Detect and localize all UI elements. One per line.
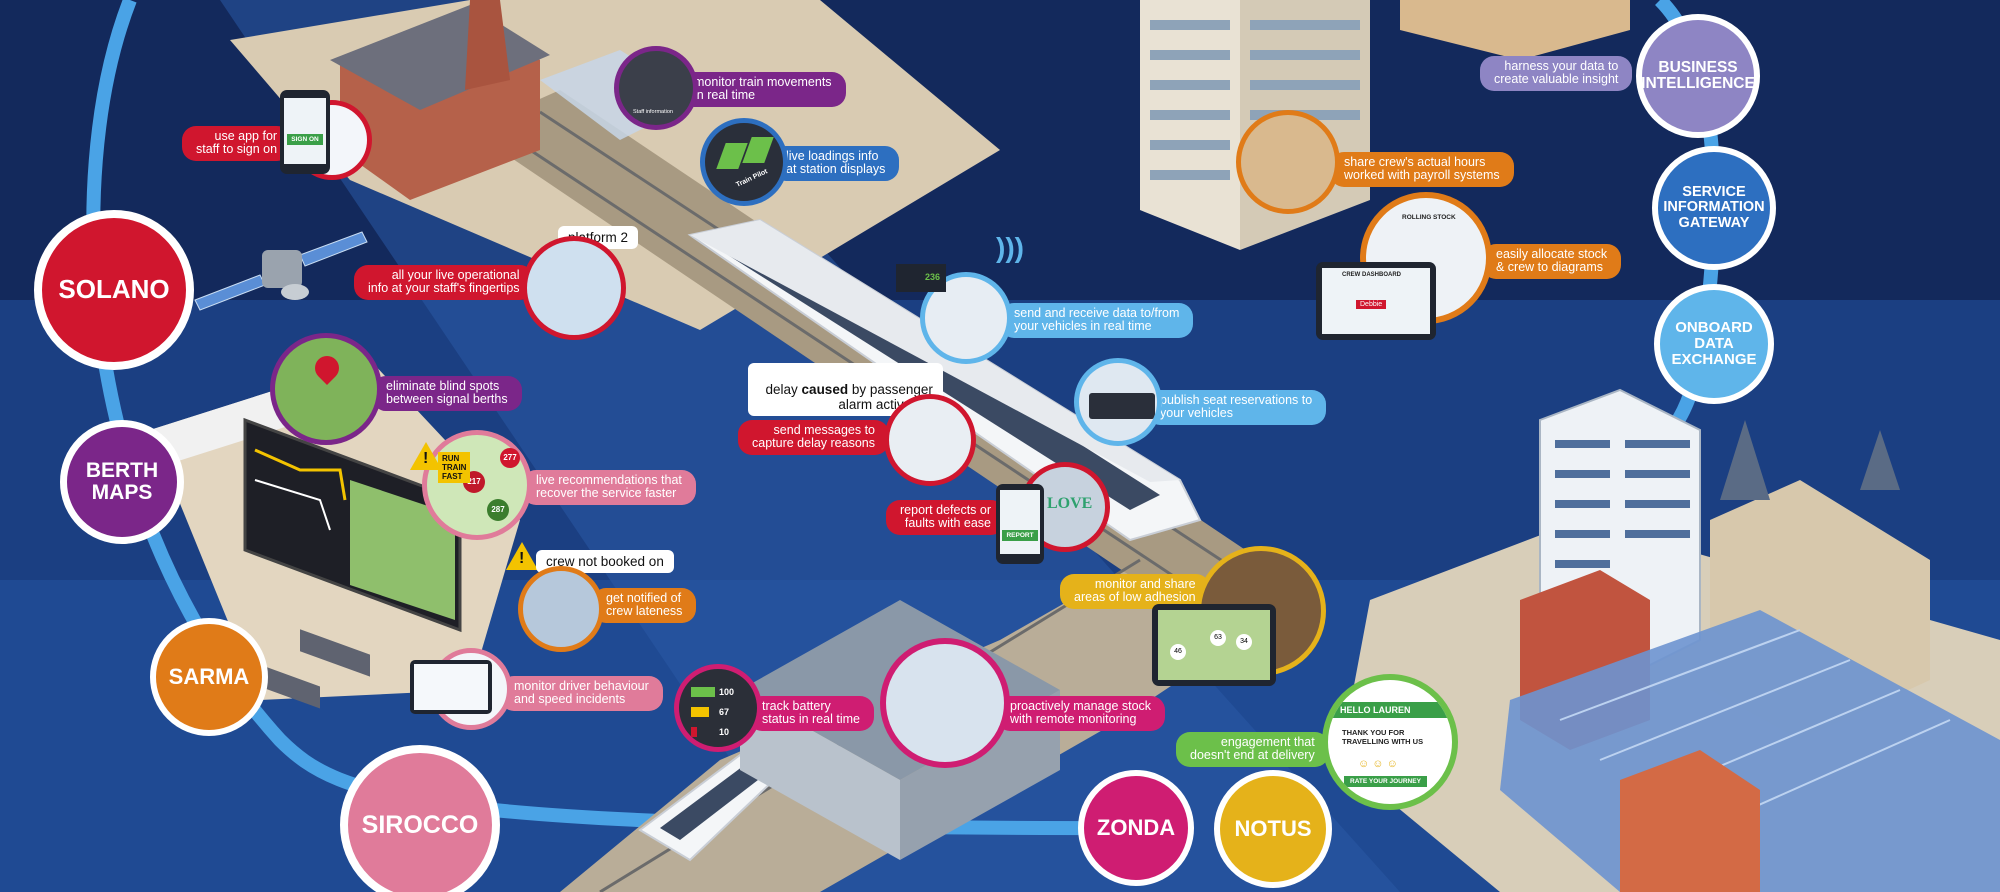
module-sarma-label: SARMA xyxy=(168,664,250,690)
feature-low-adhesion-text: monitor and share areas of low adhesion xyxy=(1060,574,1210,609)
depot-wall-right xyxy=(900,690,1060,860)
video-wall-map xyxy=(350,480,455,620)
hello-greeting: HELLO LAUREN xyxy=(1328,702,1452,718)
station-clock-tower xyxy=(465,0,510,90)
module-business-intelligence-label: BUSINESS INTELLIGENCE xyxy=(1641,58,1755,92)
module-service-information-gateway-label: SERVICE INFORMATION GATEWAY xyxy=(1663,184,1765,231)
crew-member-name[interactable]: Debbie xyxy=(1356,300,1387,309)
adhesion-marker-63: 63 xyxy=(1210,630,1226,646)
remote-monitoring-bubble xyxy=(880,638,1010,768)
crew-dashboard-tablet: CREW DASHBOARD Debbie xyxy=(1316,262,1436,340)
feature-seat-reservations-text: publish seat reservations to your vehicl… xyxy=(1146,390,1327,425)
rate-journey-button[interactable]: RATE YOUR JOURNEY xyxy=(1344,776,1427,787)
module-business-intelligence[interactable]: BUSINESS INTELLIGENCE xyxy=(1636,14,1760,138)
feature-live-info-text: all your live operational info at your s… xyxy=(354,265,534,300)
feature-recommendations-text: live recommendations that recover the se… xyxy=(522,470,696,505)
feature-monitor-train-text: monitor train movements in real time xyxy=(680,72,846,107)
module-berth-maps[interactable]: BERTH MAPS xyxy=(60,420,184,544)
module-sirocco-label: SIROCCO xyxy=(361,810,479,839)
battery-100: 100 xyxy=(719,687,735,697)
delay-bold: caused xyxy=(801,382,849,397)
blind-spots-bubble xyxy=(270,333,382,445)
live-loadings-bubble: Train Pilot xyxy=(700,118,788,206)
module-onboard-data-exchange-label: ONBOARD DATA EXCHANGE xyxy=(1671,319,1757,368)
vehicle-count-screen: 236 xyxy=(896,264,946,292)
delay-prefix: delay xyxy=(765,382,802,397)
staff-information-label: Staff information xyxy=(633,109,673,115)
feature-crew-lateness-text: get notified of crew lateness xyxy=(592,588,697,623)
train-277-badge: 277 xyxy=(500,448,520,468)
feature-remote-monitoring-text: proactively manage stock with remote mon… xyxy=(996,696,1166,731)
module-zonda[interactable]: ZONDA xyxy=(1078,770,1194,886)
sign-on-button[interactable]: SIGN ON xyxy=(287,134,323,145)
adhesion-marker-34: 34 xyxy=(1236,634,1252,650)
battery-67: 67 xyxy=(719,707,730,717)
feature-vehicle-data-text: send and receive data to/from your vehic… xyxy=(1000,303,1194,338)
crew-dashboard-title: CREW DASHBOARD xyxy=(1342,272,1401,278)
run-train-fast-banner: RUN TRAIN FAST xyxy=(438,452,471,483)
module-solano-label: SOLANO xyxy=(58,274,170,305)
feature-send-messages-text: send messages to capture delay reasons xyxy=(738,420,889,455)
module-zonda-label: ZONDA xyxy=(1096,815,1176,841)
module-service-information-gateway[interactable]: SERVICE INFORMATION GATEWAY xyxy=(1652,146,1776,270)
smiley-icons: ☺ ☺ ☺ xyxy=(1358,758,1398,770)
graffiti-tag: LOVE xyxy=(1047,495,1093,512)
operator-desk-2 xyxy=(300,629,370,677)
satellite-icon xyxy=(194,231,368,311)
feature-sign-on-text: use app for staff to sign on xyxy=(182,126,292,161)
church-spire-2 xyxy=(1860,430,1900,490)
rolling-stock-header: ROLLING STOCK xyxy=(1402,214,1456,221)
defect-phone: REPORT xyxy=(996,484,1044,564)
send-messages-bubble xyxy=(884,394,976,486)
crew-hours-bubble xyxy=(1236,110,1340,214)
warning-icon-run-fast xyxy=(410,442,442,470)
seat-reservations-bubble xyxy=(1074,358,1162,446)
feature-harness-data-text: harness your data to create valuable ins… xyxy=(1480,56,1633,91)
feature-battery-text: track battery status in real time xyxy=(748,696,874,731)
module-sirocco[interactable]: SIROCCO xyxy=(340,745,500,892)
engagement-bubble: HELLO LAUREN THANK YOU FOR TRAVELLING WI… xyxy=(1322,674,1458,810)
battery-10: 10 xyxy=(719,727,730,737)
speed-chart-tablet xyxy=(410,660,492,714)
depot-wall-left xyxy=(740,690,900,860)
train-pilot-label: Train Pilot xyxy=(735,168,769,189)
wifi-signal-icon: ))) xyxy=(996,232,1024,263)
feature-report-defects-text: report defects or faults with ease xyxy=(886,500,1006,535)
feature-driver-behaviour-text: monitor driver behaviour and speed incid… xyxy=(500,676,663,711)
battery-bubble: 100 67 10 xyxy=(674,664,762,752)
office-interior xyxy=(1400,0,1630,60)
module-sarma[interactable]: SARMA xyxy=(150,618,268,736)
adhesion-marker-46: 46 xyxy=(1170,644,1186,660)
video-wall-lines-2 xyxy=(254,479,331,531)
monitor-train-bubble: Staff information xyxy=(614,46,698,130)
adhesion-tablet: 46 63 34 xyxy=(1152,604,1276,686)
map-pin-icon xyxy=(310,351,344,385)
office-tower-left xyxy=(1140,0,1240,250)
marker-287: 287 xyxy=(487,499,509,521)
module-solano[interactable]: SOLANO xyxy=(34,210,194,370)
video-wall-lines xyxy=(254,448,347,501)
sign-on-phone: SIGN ON xyxy=(280,90,330,174)
feature-crew-hours-text: share crew's actual hours worked with pa… xyxy=(1330,152,1514,187)
church-spire-1 xyxy=(1720,420,1770,500)
seat-display xyxy=(1089,393,1155,419)
module-berth-maps-label: BERTH MAPS xyxy=(85,458,159,504)
module-onboard-data-exchange[interactable]: ONBOARD DATA EXCHANGE xyxy=(1654,284,1774,404)
feature-allocate-stock-text: easily allocate stock & crew to diagrams xyxy=(1482,244,1622,279)
feature-blind-spots-text: eliminate blind spots between signal ber… xyxy=(372,376,522,411)
thanks-message: THANK YOU FOR TRAVELLING WITH US xyxy=(1342,728,1424,746)
module-notus-label: NOTUS xyxy=(1234,816,1312,842)
feature-live-loadings-text: live loadings info at station displays xyxy=(772,146,900,181)
warning-icon-crew xyxy=(506,542,538,570)
red-tower-lower xyxy=(1620,750,1760,892)
crew-lateness-bubble xyxy=(518,566,604,652)
feature-engagement-text: engagement that doesn't end at delivery xyxy=(1176,732,1329,767)
report-button[interactable]: REPORT xyxy=(1002,530,1038,541)
module-notus[interactable]: NOTUS xyxy=(1214,770,1332,888)
live-info-bubble xyxy=(522,236,626,340)
